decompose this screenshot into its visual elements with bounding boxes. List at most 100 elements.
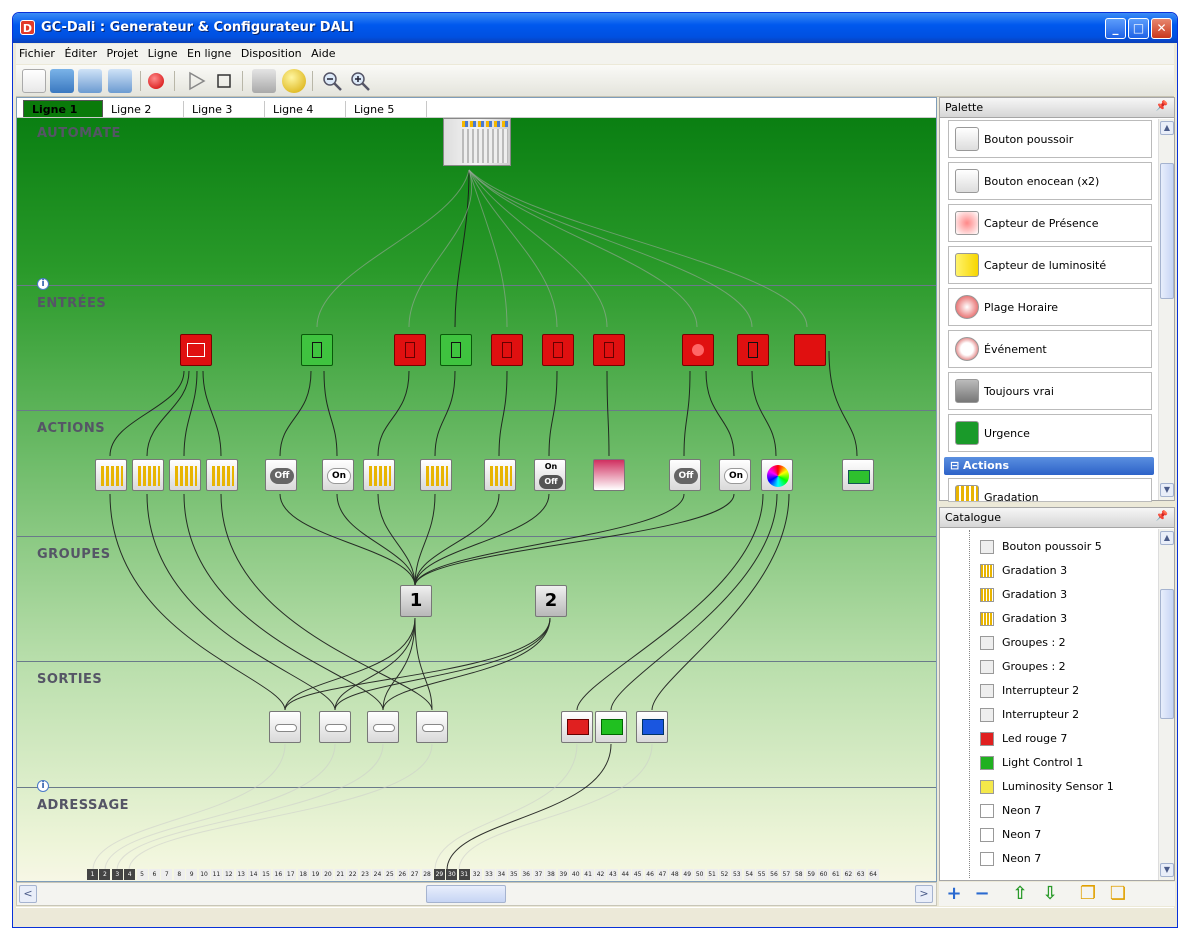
address-cell[interactable]: 18 [297,869,309,880]
neon-output[interactable] [269,711,301,743]
led-blue-output[interactable] [636,711,668,743]
paste-icon[interactable]: ❏ [1109,883,1127,904]
address-cell[interactable]: 24 [371,869,383,880]
address-cell[interactable]: 10 [198,869,210,880]
close-button[interactable]: ✕ [1151,18,1172,39]
address-cell[interactable]: 63 [855,869,867,880]
address-cell[interactable]: 22 [347,869,359,880]
save-as-icon[interactable] [108,69,132,93]
add-icon[interactable]: + [946,883,962,904]
address-cell[interactable]: 14 [248,869,260,880]
address-cell[interactable]: 44 [619,869,631,880]
record-icon[interactable] [148,73,164,89]
network-icon[interactable] [252,69,276,93]
scroll-down-icon[interactable]: ▼ [1160,863,1174,877]
led-red-output[interactable] [561,711,593,743]
address-cell[interactable]: 55 [756,869,768,880]
address-cell[interactable]: 48 [669,869,681,880]
address-cell[interactable]: 15 [260,869,272,880]
address-cell[interactable]: 17 [285,869,297,880]
address-cell[interactable]: 13 [235,869,247,880]
open-folder-icon[interactable] [50,69,74,93]
address-cell[interactable]: 6 [148,869,160,880]
tab-ligne-3[interactable]: Ligne 3 [184,101,265,118]
address-cell[interactable]: 33 [483,869,495,880]
address-cell[interactable]: 11 [210,869,222,880]
address-cell[interactable]: 36 [520,869,532,880]
address-cell[interactable]: 28 [421,869,433,880]
neon-output[interactable] [416,711,448,743]
group-2-node[interactable]: 2 [535,585,567,617]
tab-ligne-5[interactable]: Ligne 5 [346,101,427,118]
address-cell[interactable]: 23 [359,869,371,880]
address-cell[interactable]: 52 [718,869,730,880]
move-up-icon[interactable]: ⇧ [1012,883,1028,904]
address-cell[interactable]: 30 [446,869,458,880]
palette-item[interactable]: Gradation [948,478,1152,502]
address-cell[interactable]: 29 [433,869,445,880]
palette-item[interactable]: Bouton enocean (x2) [948,162,1152,200]
automate-controller[interactable] [443,118,511,166]
address-cell[interactable]: 37 [533,869,545,880]
address-cell[interactable]: 46 [644,869,656,880]
address-cell[interactable]: 45 [632,869,644,880]
gradation-action[interactable] [206,459,238,491]
save-icon[interactable] [78,69,102,93]
address-cell[interactable]: 54 [743,869,755,880]
address-cell[interactable]: 59 [805,869,817,880]
scroll-right-icon[interactable]: > [915,885,933,903]
menu-en-ligne[interactable]: En ligne [187,47,232,60]
zoom-in-icon[interactable] [348,69,372,93]
palette-scrollbar[interactable]: ▲ ▼ [1158,119,1174,500]
address-cell[interactable]: 32 [471,869,483,880]
info-icon[interactable]: i [37,278,49,290]
palette-item[interactable]: Capteur de Présence [948,204,1152,242]
interrupteur-node[interactable] [737,334,769,366]
address-cell[interactable]: 1 [87,869,98,880]
palette-item[interactable]: Plage Horaire [948,288,1152,326]
gradation-action[interactable] [420,459,452,491]
pin-icon[interactable]: 📌 [1155,101,1168,112]
address-cell[interactable]: 41 [582,869,594,880]
address-cell[interactable]: 7 [161,869,173,880]
info-icon[interactable]: i [37,780,49,792]
address-cell[interactable]: 49 [681,869,693,880]
address-cell[interactable]: 51 [706,869,718,880]
bouton-poussoir-node[interactable] [542,334,574,366]
address-cell[interactable]: 5 [136,869,148,880]
address-cell[interactable]: 3 [111,869,123,880]
address-cell[interactable]: 19 [310,869,322,880]
menu-fichier[interactable]: Fichier [19,47,55,60]
menu-aide[interactable]: Aide [311,47,336,60]
address-cell[interactable]: 62 [842,869,854,880]
address-cell[interactable]: 21 [334,869,346,880]
maximize-button[interactable]: □ [1128,18,1149,39]
on-action[interactable]: On [719,459,751,491]
gradation-action[interactable] [363,459,395,491]
on-action[interactable]: On [322,459,354,491]
palette-item[interactable]: Bouton poussoir [948,120,1152,158]
address-cell[interactable]: 16 [272,869,284,880]
copy-icon[interactable]: ❐ [1079,883,1097,904]
address-cell[interactable]: 4 [124,869,136,880]
interrupteur-node[interactable] [440,334,472,366]
zoom-out-icon[interactable] [320,69,344,93]
gradation-action[interactable] [132,459,164,491]
address-cell[interactable]: 2 [99,869,111,880]
address-cell[interactable]: 25 [384,869,396,880]
palette-item[interactable]: Événement [948,330,1152,368]
menu-projet[interactable]: Projet [106,47,139,60]
neon-output[interactable] [319,711,351,743]
scroll-left-icon[interactable]: < [19,885,37,903]
palette-group-actions[interactable]: ⊟ Actions [944,457,1154,475]
address-cell[interactable]: 57 [780,869,792,880]
scroll-thumb[interactable] [1160,163,1174,299]
play-icon[interactable] [184,69,208,93]
bouton-poussoir-node[interactable] [394,334,426,366]
address-cell[interactable]: 26 [396,869,408,880]
gradation-action[interactable] [95,459,127,491]
group-1-node[interactable]: 1 [400,585,432,617]
stop-icon[interactable] [212,69,236,93]
minimize-button[interactable]: _ [1105,18,1126,39]
bulb-icon[interactable] [282,69,306,93]
